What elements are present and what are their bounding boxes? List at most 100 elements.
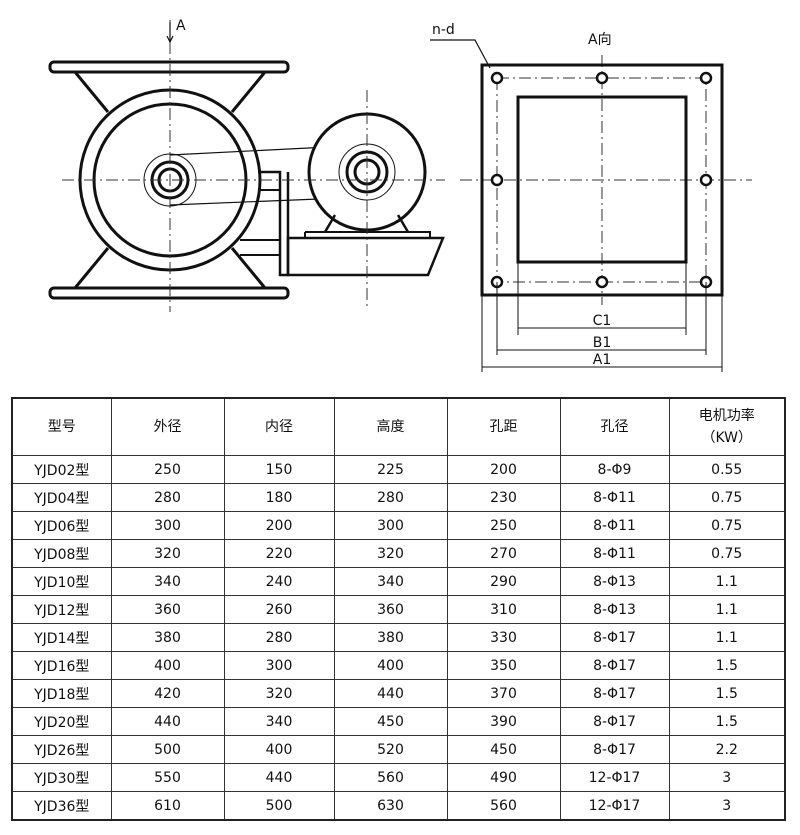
cell-motor-power: 1.1 [668,623,786,652]
cell-height: 560 [333,763,448,792]
cell-model: YJD30型 [11,763,112,792]
cell-outer-diameter: 380 [110,623,225,652]
header-hole-diameter: 孔径 [559,397,670,456]
cell-outer-diameter: 440 [110,707,225,736]
cell-outer-diameter: 500 [110,735,225,764]
cell-height: 440 [333,679,448,708]
arrow-a [166,22,174,44]
cell-inner-diameter: 320 [223,679,335,708]
header-hole-spacing: 孔距 [446,397,561,456]
cell-motor-power: 3 [668,763,786,792]
cell-hole-spacing: 200 [446,455,561,484]
cell-model: YJD04型 [11,483,112,512]
flange-hole-label: n-d [432,22,455,38]
cell-hole-spacing: 370 [446,679,561,708]
cell-hole-diameter: 8-Φ17 [559,735,670,764]
cell-hole-spacing: 290 [446,567,561,596]
header-motor-power: 电机功率 （KW） [668,397,786,456]
bolt-holes [490,71,713,289]
cell-model: YJD08型 [11,539,112,568]
header-model: 型号 [11,397,112,456]
cell-outer-diameter: 280 [110,483,225,512]
cell-motor-power: 1.1 [668,595,786,624]
cell-outer-diameter: 300 [110,511,225,540]
cell-outer-diameter: 320 [110,539,225,568]
cell-inner-diameter: 300 [223,651,335,680]
cell-motor-power: 1.5 [668,651,786,680]
cell-model: YJD18型 [11,679,112,708]
cell-inner-diameter: 500 [223,791,335,821]
cell-height: 320 [333,539,448,568]
table-header-row: 型号 外径 内径 高度 孔距 孔径 电机功率（KW） [11,397,786,456]
cell-outer-diameter: 340 [110,567,225,596]
cell-hole-diameter: 8-Φ13 [559,595,670,624]
cell-model: YJD06型 [11,511,112,540]
cell-inner-diameter: 440 [223,763,335,792]
cell-hole-diameter: 8-Φ17 [559,679,670,708]
cell-outer-diameter: 250 [110,455,225,484]
cell-height: 520 [333,735,448,764]
cell-motor-power: 0.75 [668,483,786,512]
cell-inner-diameter: 180 [223,483,335,512]
cell-hole-spacing: 310 [446,595,561,624]
cell-height: 340 [333,567,448,596]
dim-b1: B1 [593,335,612,351]
cell-motor-power: 0.55 [668,455,786,484]
cell-hole-diameter: 8-Φ9 [559,455,670,484]
header-motor-power-label: 电机功率 [698,408,755,424]
cell-motor-power: 3 [668,791,786,821]
cell-hole-diameter: 8-Φ17 [559,651,670,680]
cell-hole-diameter: 8-Φ11 [559,539,670,568]
cell-height: 380 [333,623,448,652]
cell-hole-spacing: 270 [446,539,561,568]
header-inner-diameter: 内径 [223,397,335,456]
cell-motor-power: 1.5 [668,679,786,708]
cell-hole-spacing: 490 [446,763,561,792]
cell-height: 280 [333,483,448,512]
cell-height: 400 [333,651,448,680]
cell-inner-diameter: 340 [223,707,335,736]
cell-model: YJD12型 [11,595,112,624]
cell-motor-power: 2.2 [668,735,786,764]
cell-height: 300 [333,511,448,540]
cell-hole-spacing: 230 [446,483,561,512]
header-height: 高度 [333,397,448,456]
dim-c1: C1 [593,313,612,329]
cell-height: 360 [333,595,448,624]
cell-hole-spacing: 560 [446,791,561,821]
cell-hole-diameter: 12-Φ17 [559,791,670,821]
cell-inner-diameter: 240 [223,567,335,596]
dim-a1: A1 [593,352,611,368]
cell-outer-diameter: 360 [110,595,225,624]
cell-model: YJD10型 [11,567,112,596]
cell-height: 450 [333,707,448,736]
cell-outer-diameter: 550 [110,763,225,792]
header-motor-power-unit: （KW） [701,430,753,446]
cell-model: YJD36型 [11,791,112,821]
cell-inner-diameter: 400 [223,735,335,764]
cell-model: YJD20型 [11,707,112,736]
cell-model: YJD02型 [11,455,112,484]
cell-model: YJD14型 [11,623,112,652]
cell-hole-diameter: 8-Φ17 [559,707,670,736]
cell-height: 225 [333,455,448,484]
cell-height: 630 [333,791,448,821]
cell-outer-diameter: 420 [110,679,225,708]
cell-motor-power: 0.75 [668,511,786,540]
cell-motor-power: 1.1 [668,567,786,596]
cell-hole-diameter: 8-Φ13 [559,567,670,596]
cell-hole-spacing: 350 [446,651,561,680]
